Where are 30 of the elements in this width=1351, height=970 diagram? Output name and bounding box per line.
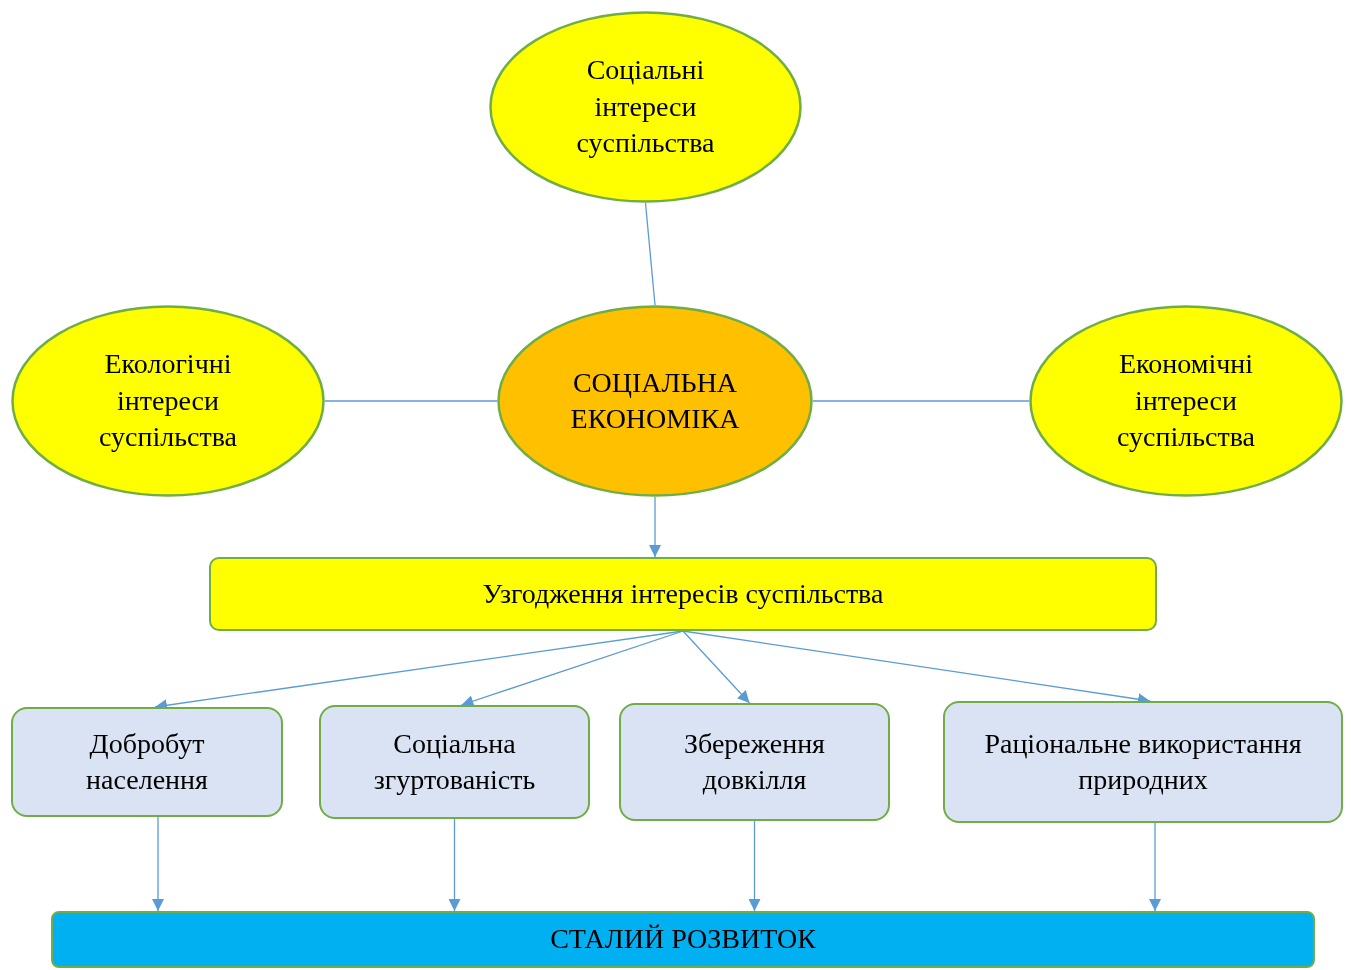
process-box [943, 701, 1343, 823]
ellipse-node [497, 305, 813, 497]
node-label: Соціальна згуртованість [372, 726, 537, 797]
process-box [51, 911, 1315, 968]
node-label: Екологічні інтереси суспільства [98, 347, 238, 455]
arrow [448, 818, 461, 912]
node-label: Узгодження інтересів суспільства [482, 576, 884, 611]
arrow [460, 630, 684, 707]
node-label: Раціональне використання природних [983, 726, 1303, 797]
process-box [209, 557, 1157, 631]
process-box [319, 705, 590, 819]
ellipse-node [1029, 305, 1343, 497]
connector-line [644, 202, 656, 306]
node-label: Добробут населення [85, 726, 209, 797]
arrow [682, 630, 751, 704]
ellipse-node [489, 11, 802, 203]
node-label: СТАЛИЙ РОЗВИТОК [550, 922, 816, 957]
process-box [619, 703, 890, 821]
node-label: Збереження довкілля [683, 726, 826, 797]
arrow [152, 816, 164, 912]
node-label: Економічні інтереси суспільства [1116, 347, 1256, 455]
connector-line [324, 400, 498, 402]
arrow [649, 496, 661, 558]
process-box [11, 707, 283, 817]
connector-line [812, 400, 1030, 402]
ellipse-node [11, 305, 325, 497]
arrow [748, 820, 761, 912]
arrow [1149, 822, 1161, 912]
node-label: Соціальні інтереси суспільства [575, 53, 716, 161]
node-label: СОЦІАЛЬНА ЕКОНОМІКА [569, 365, 741, 436]
